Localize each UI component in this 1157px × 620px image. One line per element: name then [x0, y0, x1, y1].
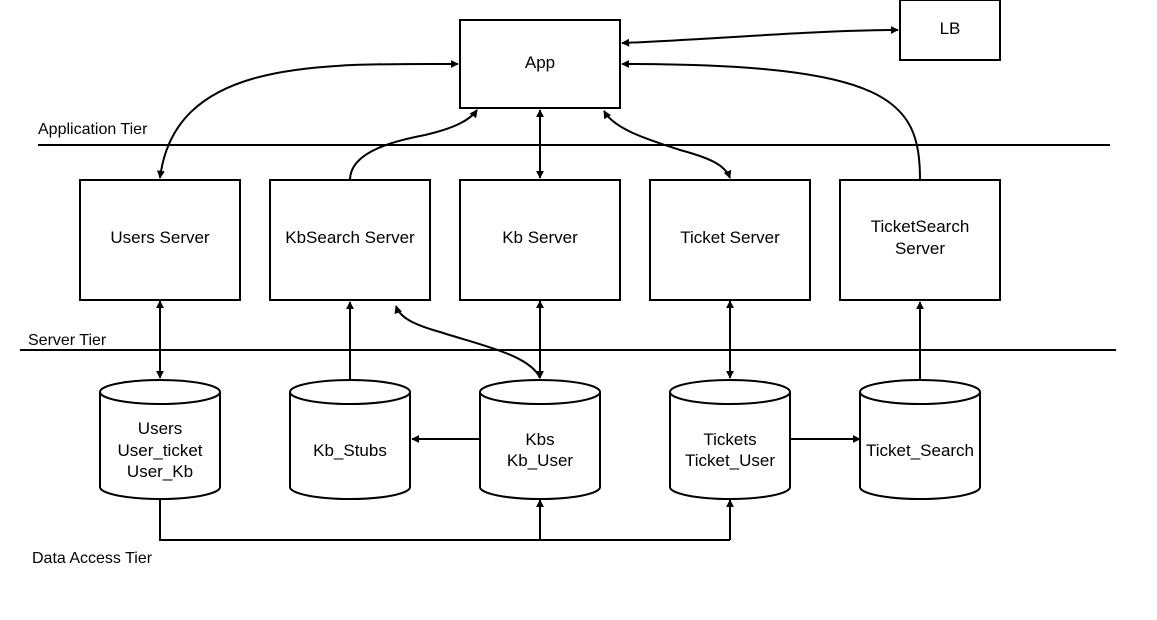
ticket-search-db-label: Ticket_Search	[866, 441, 974, 460]
app-node-label: App	[525, 53, 555, 72]
ticket-search-db-body	[859, 379, 981, 500]
tickets-db: Tickets Ticket_User	[669, 379, 791, 500]
tickets-db-label-1: Tickets	[703, 430, 756, 449]
users-db-body	[99, 379, 221, 500]
app-node	[459, 19, 621, 109]
users-server-node	[79, 179, 241, 301]
lb-node-label: LB	[940, 19, 961, 38]
lb-node	[899, 0, 1001, 61]
application-tier-label: Application Tier	[38, 121, 148, 138]
kbsearch-app-connector	[349, 109, 478, 181]
users-db: Users User_ticket User_Kb	[99, 379, 221, 500]
kb-stubs-db-label: Kb_Stubs	[313, 441, 387, 460]
users-server-label: Users Server	[110, 228, 210, 247]
kbs-db-label-2: Kb_User	[507, 451, 573, 470]
kb-stubs-db: Kb_Stubs	[289, 379, 411, 500]
ticketsearch-server-label-line1: TicketSearch	[871, 217, 970, 236]
kbsearch-server-label: KbSearch Server	[285, 228, 415, 247]
ticketsearch-server-node	[839, 179, 1001, 301]
server-tier-label: Server Tier	[28, 332, 107, 349]
kbs-db-rim	[479, 391, 601, 405]
kbs-db: Kbs Kb_User	[479, 379, 601, 500]
ticketsearch-app-connector	[621, 60, 921, 181]
tickets-db-label-2: Ticket_User	[685, 451, 775, 470]
ticket-search-db-rim	[859, 391, 981, 405]
app-lb-connector	[621, 26, 899, 47]
connectors	[156, 26, 924, 541]
kb-stubs-db-rim	[289, 391, 411, 405]
ticket-search-db: Ticket_Search	[859, 379, 981, 500]
ticket-server-node	[649, 179, 811, 301]
kb-server-node	[459, 179, 621, 301]
kb-stubs-db-body	[289, 379, 411, 500]
ticket-server-label: Ticket Server	[680, 228, 780, 247]
data-access-bus	[159, 500, 730, 541]
kbs-kbsearch-connector	[394, 305, 541, 379]
users-db-label-3: User_Kb	[127, 462, 193, 481]
app-ticket-server-connector	[603, 110, 732, 179]
kbs-db-body	[479, 379, 601, 500]
app-users-server-connector	[156, 59, 459, 179]
tickets-db-rim	[669, 391, 791, 405]
ticketsearch-server-label-line2: Server	[895, 239, 945, 258]
kbs-db-label-1: Kbs	[525, 430, 554, 449]
users-db-rim	[99, 391, 221, 405]
tickets-db-body	[669, 379, 791, 500]
users-db-label-2: User_ticket	[117, 441, 202, 460]
data-access-tier-label: Data Access Tier	[32, 550, 153, 567]
users-db-label-1: Users	[138, 419, 182, 438]
kbsearch-server-node	[269, 179, 431, 301]
kb-server-label: Kb Server	[502, 228, 578, 247]
